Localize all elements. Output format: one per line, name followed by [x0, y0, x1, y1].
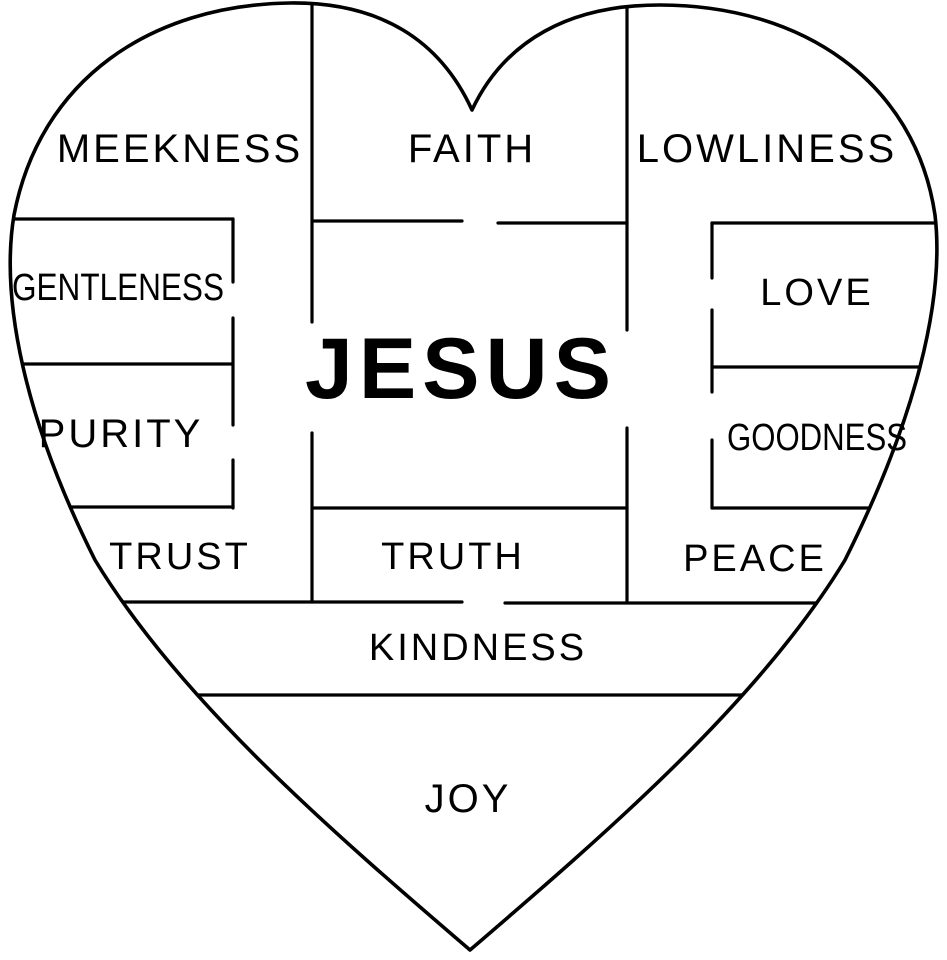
label-peace: PEACE: [683, 538, 827, 580]
label-lowliness: LOWLINESS: [637, 127, 897, 171]
label-gentleness: GENTLENESS: [12, 267, 224, 309]
label-meekness: MEEKNESS: [57, 127, 303, 171]
label-truth: TRUTH: [381, 536, 525, 578]
label-kindness: KINDNESS: [369, 627, 587, 669]
label-jesus: JESUS: [305, 321, 617, 417]
label-goodness: GOODNESS: [727, 417, 907, 459]
label-joy: JOY: [425, 777, 512, 821]
label-purity: PURITY: [39, 412, 204, 456]
heart-outline: [8, 1, 939, 952]
label-love: LOVE: [760, 272, 873, 314]
label-faith: FAITH: [408, 127, 536, 171]
label-trust: TRUST: [109, 536, 251, 578]
